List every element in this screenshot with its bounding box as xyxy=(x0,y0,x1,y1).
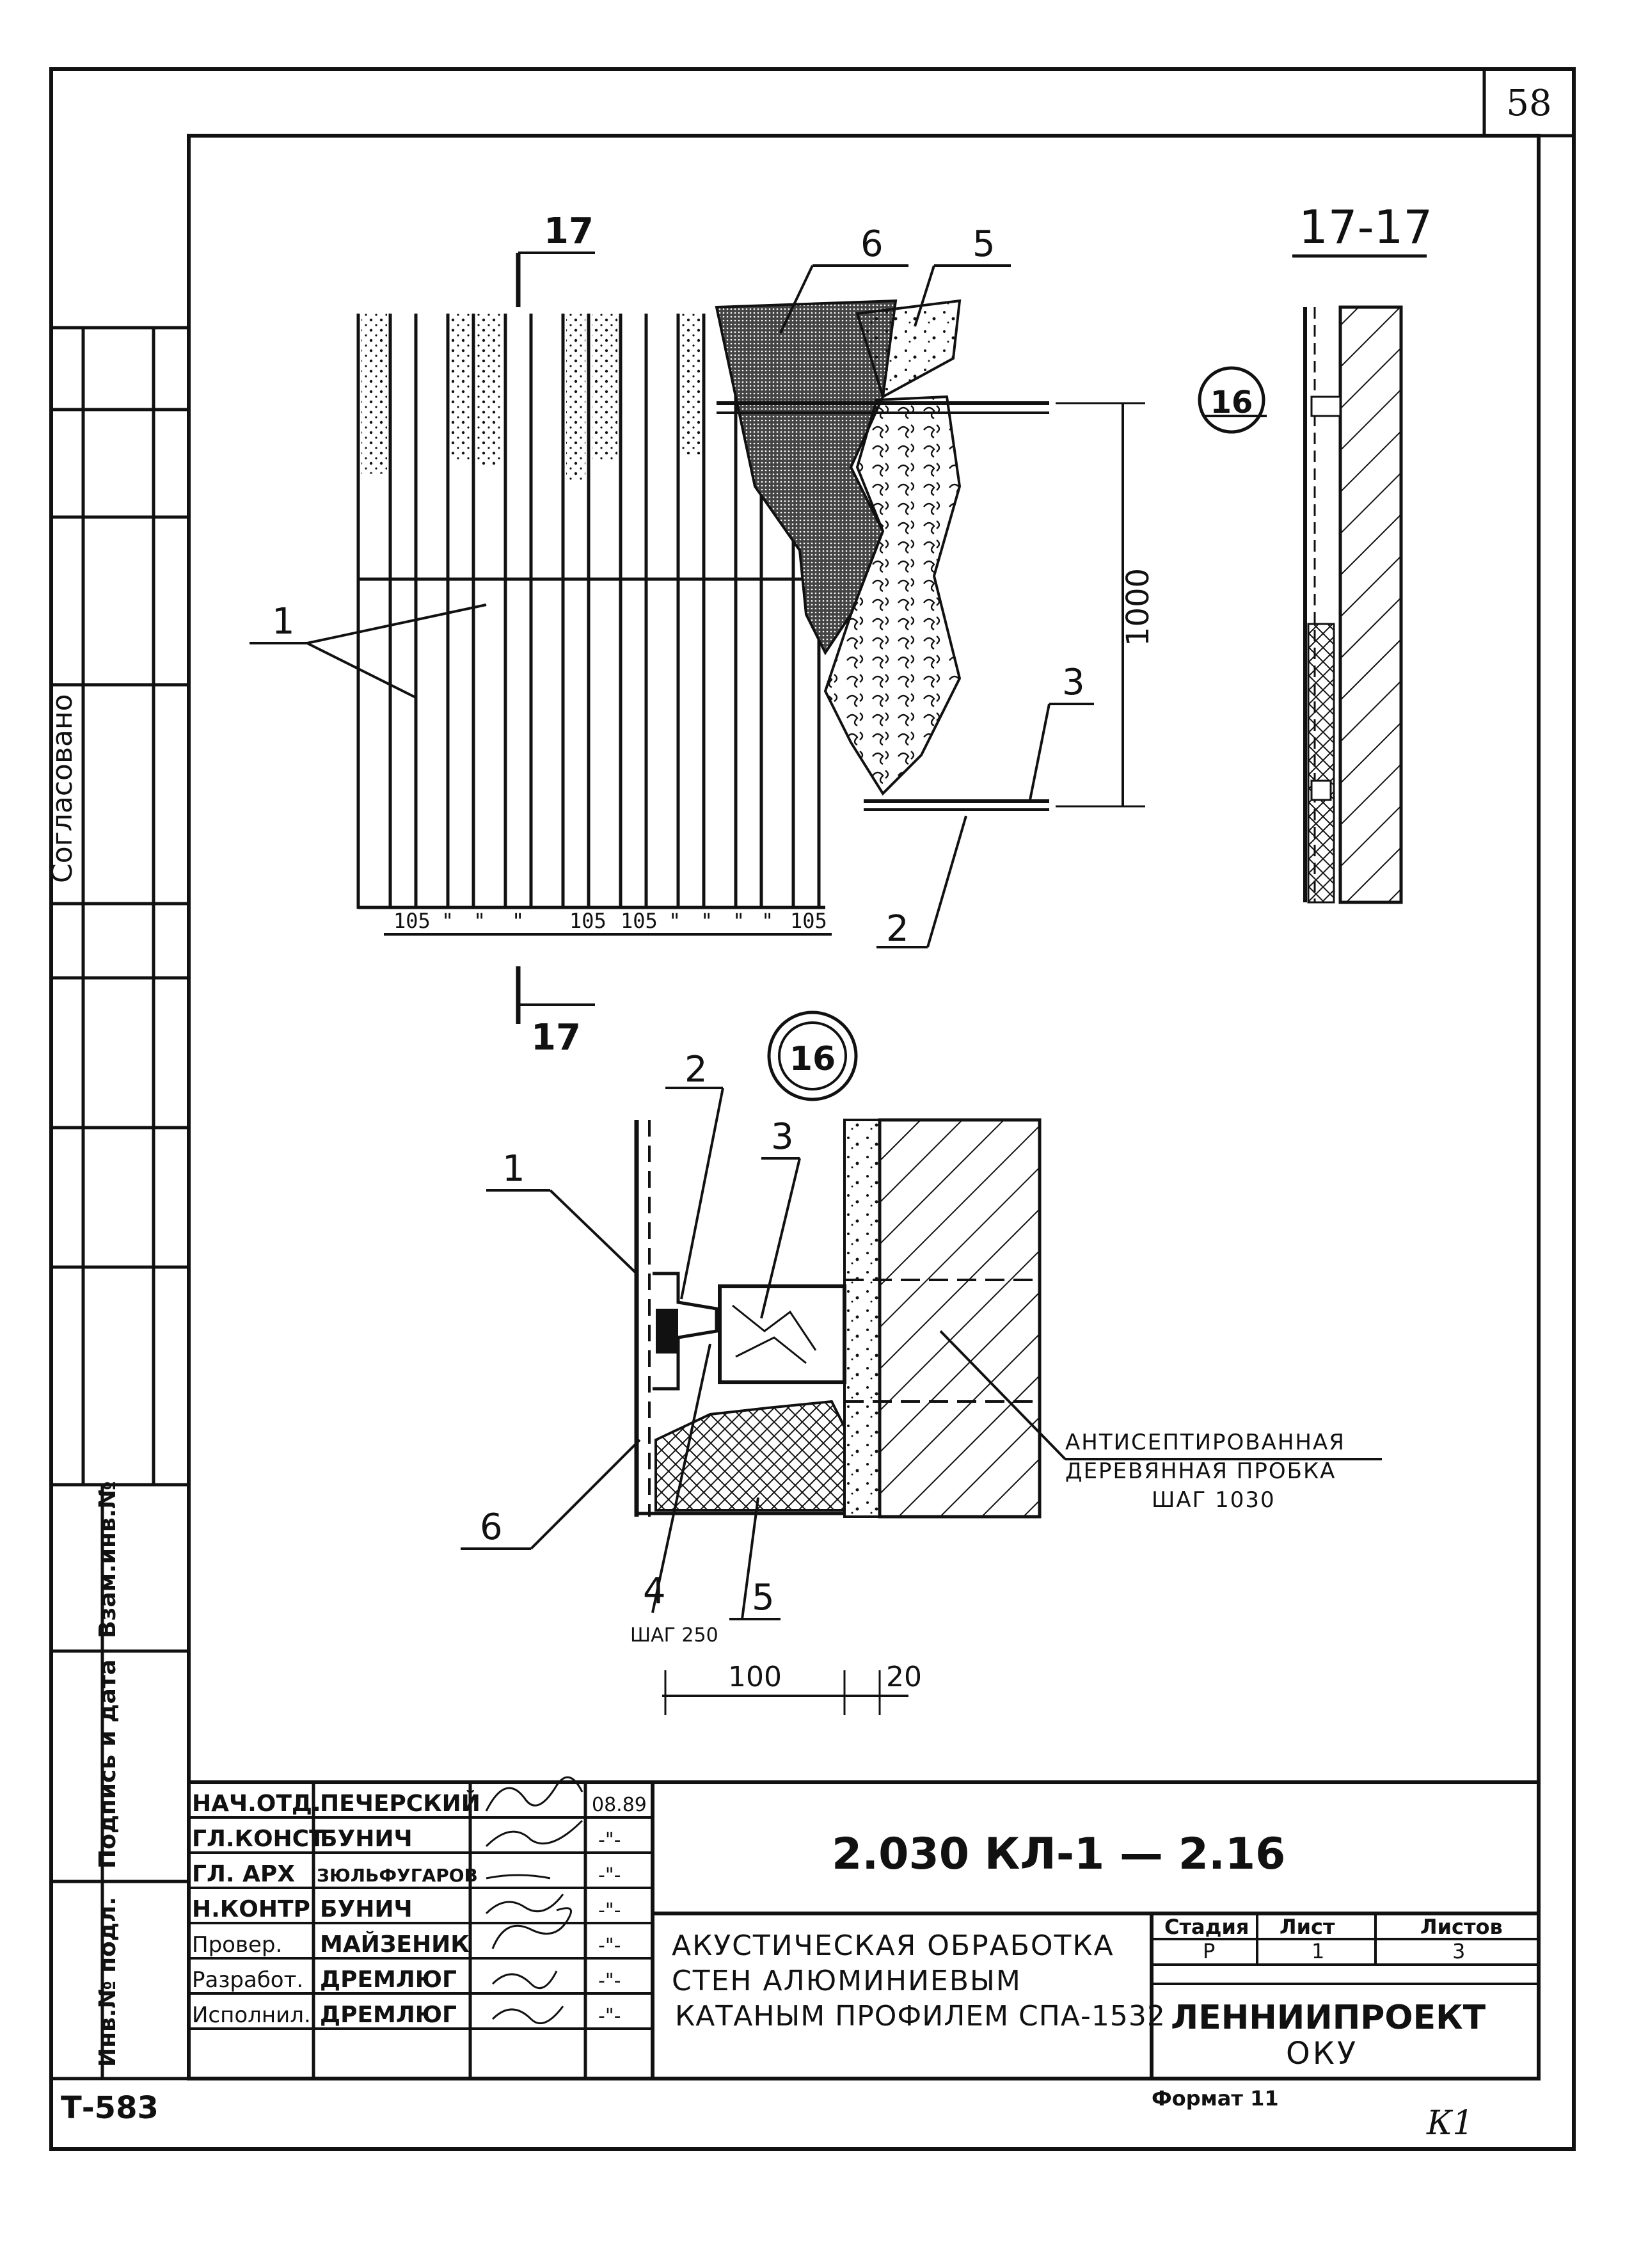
tb-name-5: ДРЕМЛЮГ xyxy=(320,1967,457,1993)
plug-note-1: АНТИСЕПТИРОВАННАЯ xyxy=(1065,1430,1345,1455)
tb-name-3: БУНИЧ xyxy=(320,1896,413,1922)
svg-text:": " xyxy=(733,909,745,933)
tb-date-5: -"- xyxy=(598,1970,621,1992)
dim-20: 20 xyxy=(886,1661,922,1693)
svg-text:": " xyxy=(473,909,486,933)
tb-name-0: ПЕЧЕРСКИЙ xyxy=(320,1790,480,1817)
tb-role-6: Исполнил. xyxy=(192,2002,311,2028)
plan-view: 1000 1 6 5 3 2 17 xyxy=(250,211,1156,1058)
sheet-label: Лист xyxy=(1280,1915,1335,1939)
svg-text:105: 105 xyxy=(393,909,431,933)
tb-role-4: Провер. xyxy=(192,1932,282,1958)
tb-name-6: ДРЕМЛЮГ xyxy=(320,2002,457,2028)
plug-note-2: ДЕРЕВЯННАЯ ПРОБКА xyxy=(1065,1458,1336,1484)
title-block-rows: НАЧ.ОТД. ПЕЧЕРСКИЙ 08.89 ГЛ.КОНСТ БУНИЧ … xyxy=(192,1790,647,2028)
tb-name-2: ЗЮЛЬФУГАРОВ xyxy=(317,1865,478,1886)
tb-name-1: БУНИЧ xyxy=(320,1826,413,1852)
detail-ref-marker xyxy=(1198,366,1265,434)
detail-callout-5: 5 xyxy=(752,1577,775,1618)
sheet-value: 1 xyxy=(1312,1939,1324,1963)
svg-text:105: 105 xyxy=(621,909,658,933)
sheet-number: 58 xyxy=(1506,83,1551,124)
doc-title-3: КАТАНЫМ ПРОФИЛЕМ СПА-1532 xyxy=(675,2000,1166,2032)
stage-label: Стадия xyxy=(1164,1915,1249,1939)
tb-role-2: ГЛ. АРХ xyxy=(192,1861,295,1887)
detail-callout-1: 1 xyxy=(502,1148,525,1190)
svg-text:": " xyxy=(701,909,713,933)
tb-date-2: -"- xyxy=(598,1864,621,1887)
plug-note-3: ШАГ 1030 xyxy=(1152,1487,1276,1513)
signatures xyxy=(485,1776,583,2025)
section-17-bottom: 17 xyxy=(531,1017,581,1058)
detail-16: 16 xyxy=(461,1010,1382,1715)
svg-text:": " xyxy=(441,909,454,933)
designation: 2.030 КЛ-1 — 2.16 xyxy=(832,1829,1285,1880)
sheet-frame xyxy=(49,67,1576,2151)
bottom-left-code: Т-583 xyxy=(61,2090,159,2126)
format-label: Формат 11 xyxy=(1152,2086,1279,2111)
detail-callout-4-note: ШАГ 250 xyxy=(630,1624,718,1647)
svg-text:105: 105 xyxy=(569,909,606,933)
svg-text:": " xyxy=(761,909,773,933)
plan-callout-5: 5 xyxy=(972,223,995,265)
tb-role-3: Н.КОНТР xyxy=(192,1896,310,1922)
organization-dept: ОКУ xyxy=(1286,2036,1358,2072)
section-mark-top xyxy=(516,252,595,307)
dim-100: 100 xyxy=(728,1661,782,1693)
vzam-inv-label: Взам.инв.№ xyxy=(95,1481,121,1638)
corner-mark: К1 xyxy=(1426,2104,1473,2143)
doc-title-2: СТЕН АЛЮМИНИЕВЫМ xyxy=(672,1965,1022,1997)
plan-callout-2: 2 xyxy=(886,908,909,950)
tb-date-0: 08.89 xyxy=(592,1794,647,1816)
svg-text:": " xyxy=(669,909,681,933)
dim-1000: 1000 xyxy=(1120,568,1156,646)
tb-date-3: -"- xyxy=(598,1899,621,1922)
tb-name-4: МАЙЗЕНИК xyxy=(320,1931,470,1958)
detail-callout-4: 4 xyxy=(643,1570,666,1612)
svg-text:105: 105 xyxy=(790,909,827,933)
plan-callout-3: 3 xyxy=(1062,662,1085,703)
inv-orig-label: Инв.№ подл. xyxy=(95,1897,121,2067)
tb-role-0: НАЧ.ОТД. xyxy=(192,1791,321,1817)
tb-date-1: -"- xyxy=(598,1829,621,1851)
detail-callout-6: 6 xyxy=(480,1506,503,1548)
section-17-top: 17 xyxy=(544,211,594,252)
approval-label: Согласовано xyxy=(46,694,79,883)
svg-text:": " xyxy=(512,909,524,933)
detail-callout-3: 3 xyxy=(771,1116,794,1158)
section-17-17: 17-17 16 xyxy=(1198,200,1432,904)
approval-strip xyxy=(49,326,189,2080)
tb-role-5: Разработ. xyxy=(192,1967,303,1993)
sheets-label: Листов xyxy=(1420,1915,1503,1939)
stage-value: Р xyxy=(1203,1939,1215,1963)
section-title: 17-17 xyxy=(1299,200,1432,254)
organization-name: ЛЕННИИПРОЕКТ xyxy=(1171,1999,1486,2037)
tb-date-6: -"- xyxy=(598,2005,621,2027)
detail-callout-2: 2 xyxy=(685,1049,708,1090)
tb-role-1: ГЛ.КОНСТ xyxy=(192,1826,325,1852)
sheets-value: 3 xyxy=(1452,1939,1465,1963)
sign-date-label: Подпись и дата xyxy=(95,1659,121,1869)
spacing-dim-labels: 105 " " " 105 105 " " " " 105 xyxy=(393,909,827,933)
detail-title: 16 xyxy=(789,1040,836,1078)
plan-callout-1: 1 xyxy=(272,601,295,643)
plan-callout-6: 6 xyxy=(860,223,884,265)
detail-ref-label: 16 xyxy=(1210,385,1253,420)
title-block xyxy=(189,1780,1539,2079)
doc-title-1: АКУСТИЧЕСКАЯ ОБРАБОТКА xyxy=(672,1929,1114,1962)
section-mark-bottom xyxy=(516,966,595,1024)
tb-date-4: -"- xyxy=(598,1935,621,1957)
